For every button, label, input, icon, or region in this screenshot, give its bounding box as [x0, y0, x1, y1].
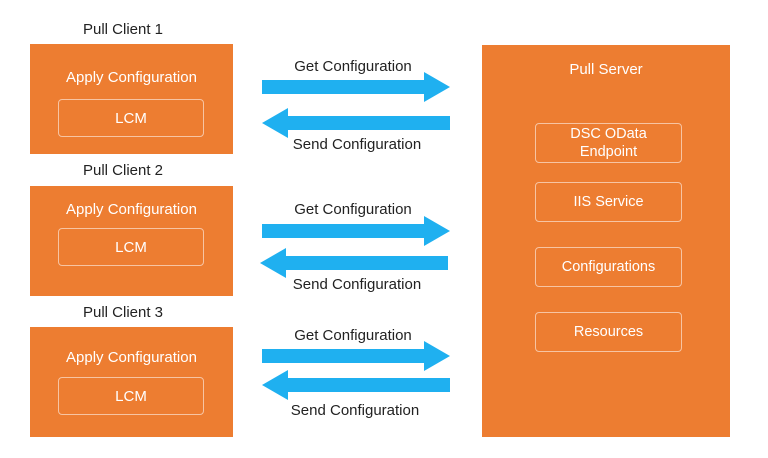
dsc-odata-endpoint-box: DSC OData Endpoint [535, 123, 682, 163]
apply-configuration-label: Apply Configuration [66, 349, 197, 366]
pull-client-2-box: Apply Configuration LCM [30, 186, 233, 296]
iis-service-label: IIS Service [573, 193, 644, 210]
get-configuration-label: Get Configuration [294, 327, 412, 344]
send-configuration-label: Send Configuration [292, 276, 422, 293]
lcm-box: LCM [58, 377, 204, 415]
lcm-label: LCM [115, 109, 147, 127]
lcm-box: LCM [58, 99, 204, 137]
configurations-label: Configurations [561, 258, 656, 275]
resources-label: Resources [573, 323, 644, 340]
pull-client-3-title: Pull Client 3 [82, 304, 164, 321]
lcm-box: LCM [58, 228, 204, 266]
lcm-label: LCM [115, 387, 147, 405]
resources-box: Resources [535, 312, 682, 352]
iis-service-box: IIS Service [535, 182, 682, 222]
send-configuration-label: Send Configuration [290, 402, 420, 419]
apply-configuration-label: Apply Configuration [66, 69, 197, 86]
apply-configuration-label: Apply Configuration [66, 201, 197, 218]
pull-server-box: Pull Server DSC OData Endpoint IIS Servi… [482, 45, 730, 437]
pull-client-3-box: Apply Configuration LCM [30, 327, 233, 437]
right-arrow-icon [262, 216, 450, 246]
left-arrow-icon [260, 248, 448, 278]
right-arrow-icon [262, 341, 450, 371]
configurations-box: Configurations [535, 247, 682, 287]
pull-server-title: Pull Server [569, 61, 643, 78]
pull-client-1-box: Apply Configuration LCM [30, 44, 233, 154]
left-arrow-icon [262, 108, 450, 138]
right-arrow-icon [262, 72, 450, 102]
dsc-odata-endpoint-label: DSC OData Endpoint [570, 125, 647, 160]
left-arrow-icon [262, 370, 450, 400]
get-configuration-label: Get Configuration [294, 201, 412, 218]
lcm-label: LCM [115, 238, 147, 256]
pull-client-2-title: Pull Client 2 [82, 162, 164, 179]
get-configuration-label: Get Configuration [294, 58, 412, 75]
send-configuration-label: Send Configuration [292, 136, 422, 153]
pull-client-1-title: Pull Client 1 [82, 21, 164, 38]
